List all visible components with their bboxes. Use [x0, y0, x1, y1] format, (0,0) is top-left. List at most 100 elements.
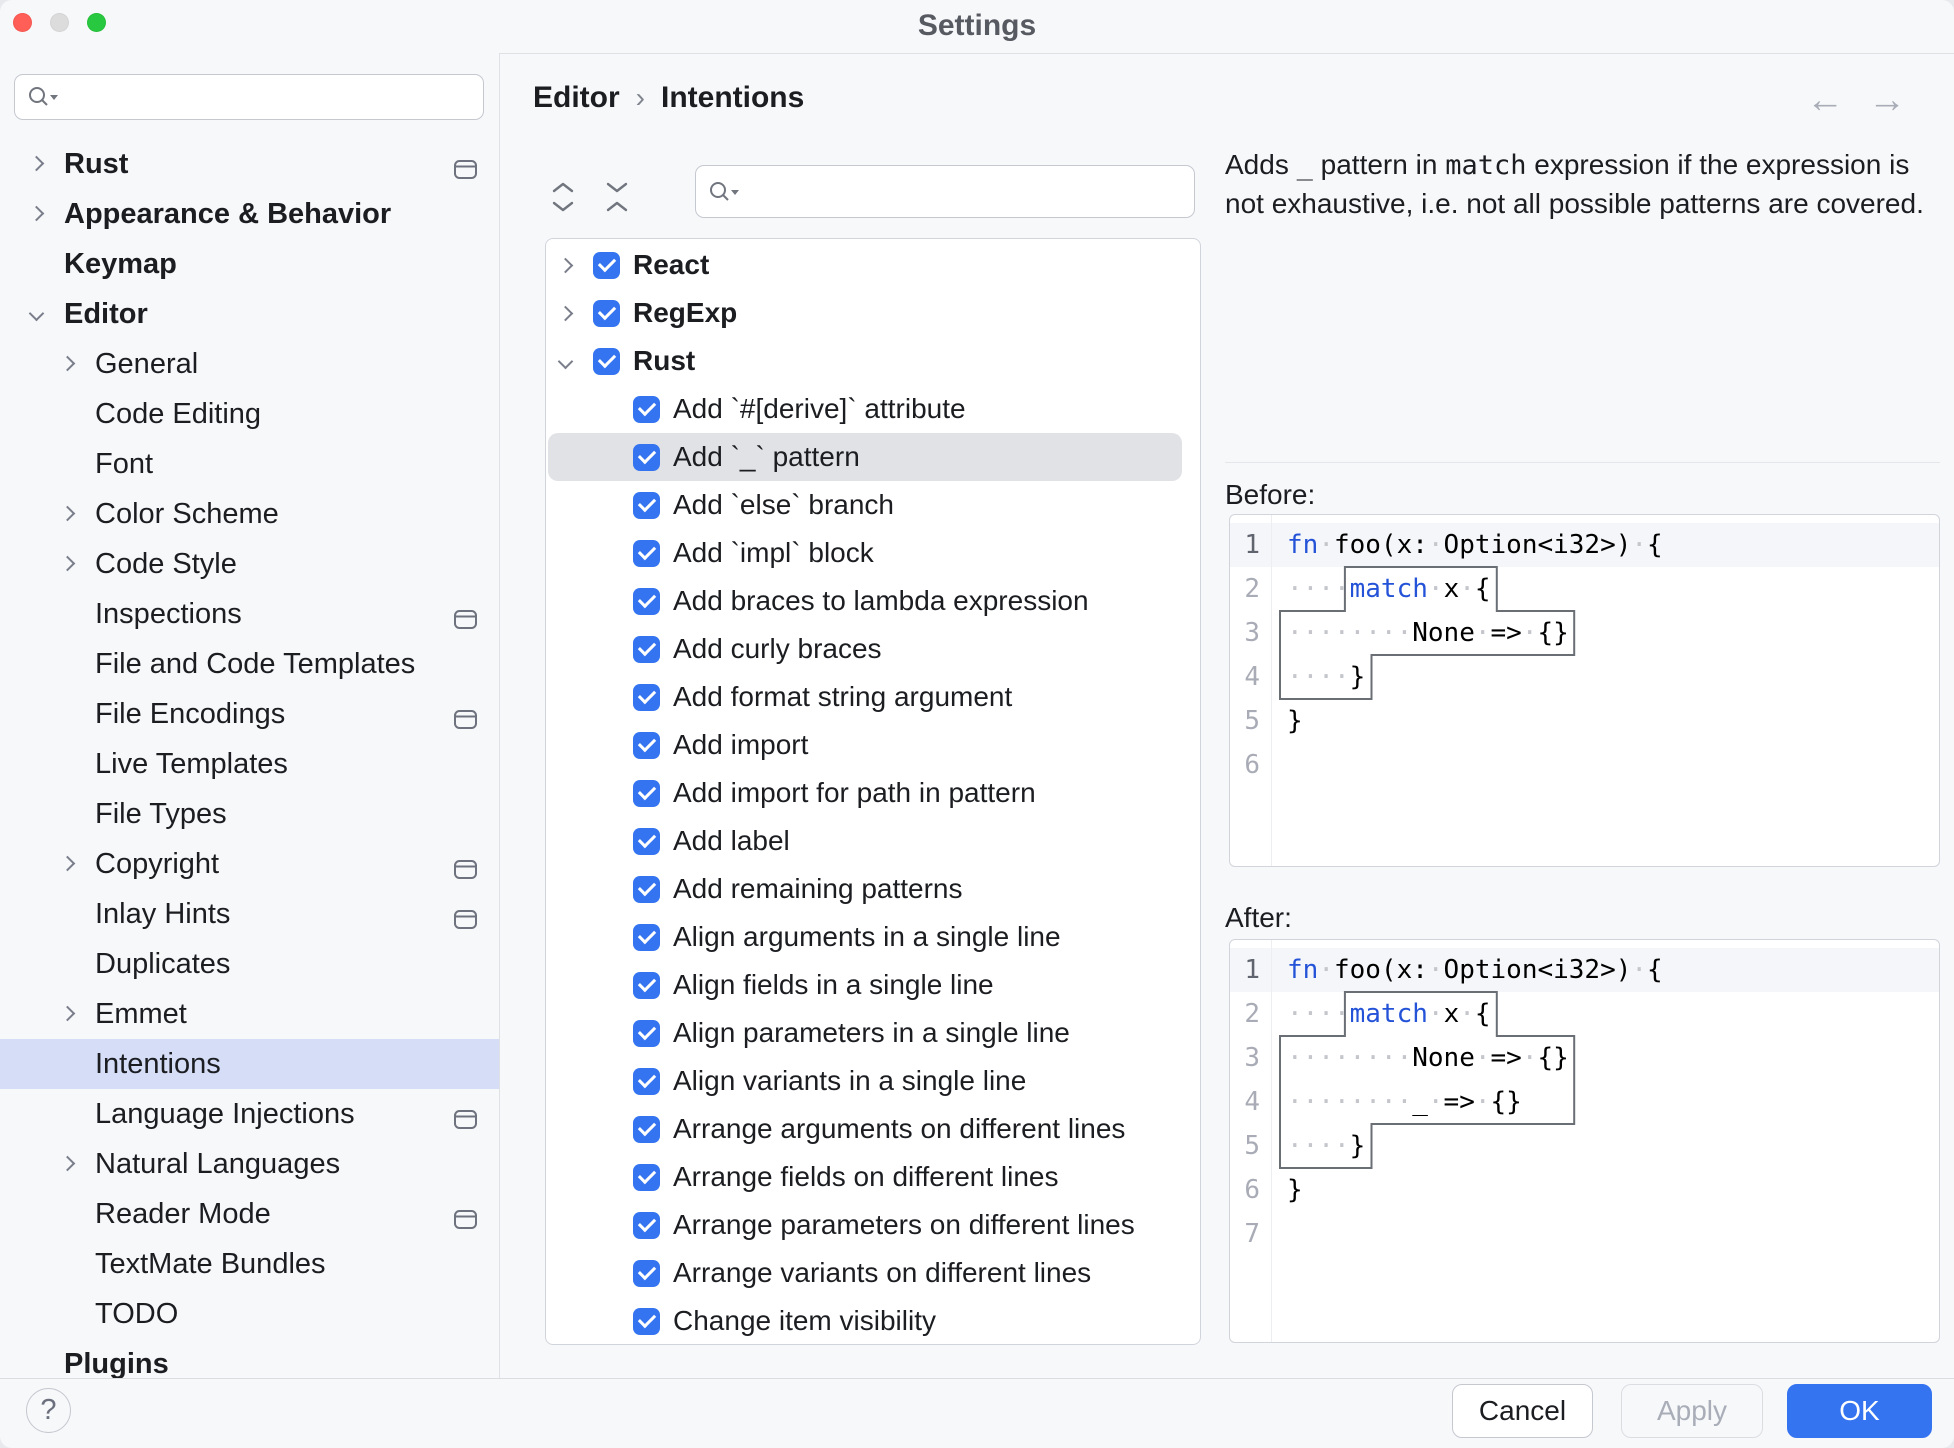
sidebar-item-code-editing[interactable]: Code Editing — [0, 389, 499, 439]
chevron-right-icon[interactable] — [59, 505, 76, 522]
checked-checkbox[interactable] — [633, 1307, 660, 1335]
sidebar-item-file-and-code-templates[interactable]: File and Code Templates — [0, 639, 499, 689]
sidebar-item-live-templates[interactable]: Live Templates — [0, 739, 499, 789]
chevron-right-icon[interactable] — [28, 205, 45, 222]
zoom-window-icon[interactable] — [87, 13, 106, 32]
tree-item-arrange-parameters-on-different-lines[interactable]: Arrange parameters on different lines — [546, 1201, 1200, 1249]
ok-button[interactable]: OK — [1787, 1384, 1932, 1438]
tree-item-add-label[interactable]: Add label — [546, 817, 1200, 865]
tree-item-arrange-arguments-on-different-lines[interactable]: Arrange arguments on different lines — [546, 1105, 1200, 1153]
tree-item-add-pattern[interactable]: Add `_` pattern — [548, 433, 1182, 481]
cancel-button[interactable]: Cancel — [1452, 1384, 1593, 1438]
tree-item-arrange-variants-on-different-lines[interactable]: Arrange variants on different lines — [546, 1249, 1200, 1297]
tree-group-regexp[interactable]: RegExp — [546, 289, 1200, 337]
sidebar-item-appearance-behavior[interactable]: Appearance & Behavior — [0, 189, 499, 239]
sidebar-item-reader-mode[interactable]: Reader Mode — [0, 1189, 499, 1239]
checked-checkbox[interactable] — [633, 1259, 660, 1287]
sidebar-item-rust[interactable]: Rust — [0, 139, 499, 189]
sidebar-item-file-encodings[interactable]: File Encodings — [0, 689, 499, 739]
local-settings-icon — [454, 854, 477, 887]
tree-group-react[interactable]: React — [546, 241, 1200, 289]
sidebar-item-font[interactable]: Font — [0, 439, 499, 489]
sidebar-item-inlay-hints[interactable]: Inlay Hints — [0, 889, 499, 939]
tree-item-add-derive-attribute[interactable]: Add `#[derive]` attribute — [546, 385, 1200, 433]
tree-item-add-import-for-path-in-pattern[interactable]: Add import for path in pattern — [546, 769, 1200, 817]
tree-item-align-fields-in-a-single-line[interactable]: Align fields in a single line — [546, 961, 1200, 1009]
help-button[interactable]: ? — [26, 1388, 71, 1433]
tree-item-add-remaining-patterns[interactable]: Add remaining patterns — [546, 865, 1200, 913]
chevron-right-icon[interactable] — [59, 355, 76, 372]
checked-checkbox[interactable] — [633, 923, 660, 951]
checked-checkbox[interactable] — [633, 779, 660, 807]
checked-checkbox[interactable] — [633, 731, 660, 759]
checked-checkbox[interactable] — [633, 875, 660, 903]
sidebar-item-general[interactable]: General — [0, 339, 499, 389]
tree-item-align-arguments-in-a-single-line[interactable]: Align arguments in a single line — [546, 913, 1200, 961]
checked-checkbox[interactable] — [633, 1019, 660, 1047]
checked-checkbox[interactable] — [593, 299, 620, 327]
chevron-right-icon[interactable] — [59, 555, 76, 572]
expand-all-button[interactable] — [546, 180, 580, 214]
sidebar-item-copyright[interactable]: Copyright — [0, 839, 499, 889]
sidebar-item-code-style[interactable]: Code Style — [0, 539, 499, 589]
tree-item-add-impl-block[interactable]: Add `impl` block — [546, 529, 1200, 577]
sidebar-item-plugins[interactable]: Plugins — [0, 1339, 499, 1379]
sidebar-item-natural-languages[interactable]: Natural Languages — [0, 1139, 499, 1189]
checked-checkbox[interactable] — [633, 971, 660, 999]
tree-item-add-else-branch[interactable]: Add `else` branch — [546, 481, 1200, 529]
tree-item-align-parameters-in-a-single-line[interactable]: Align parameters in a single line — [546, 1009, 1200, 1057]
checked-checkbox[interactable] — [633, 683, 660, 711]
checked-checkbox[interactable] — [633, 827, 660, 855]
minimize-window-icon[interactable] — [50, 13, 69, 32]
collapse-all-button[interactable] — [600, 180, 634, 214]
gutter-separator — [1271, 515, 1272, 866]
chevron-right-icon[interactable] — [28, 155, 45, 172]
apply-button[interactable]: Apply — [1621, 1384, 1763, 1438]
tree-item-align-variants-in-a-single-line[interactable]: Align variants in a single line — [546, 1057, 1200, 1105]
tree-item-add-import[interactable]: Add import — [546, 721, 1200, 769]
checked-checkbox[interactable] — [633, 1163, 660, 1191]
checked-checkbox[interactable] — [593, 251, 620, 279]
tree-item-change-item-visibility[interactable]: Change item visibility — [546, 1297, 1200, 1344]
tree-item-add-curly-braces[interactable]: Add curly braces — [546, 625, 1200, 673]
chevron-down-icon[interactable] — [557, 353, 574, 369]
checked-checkbox[interactable] — [633, 1115, 660, 1143]
checked-checkbox[interactable] — [633, 395, 660, 423]
checked-checkbox[interactable] — [633, 1067, 660, 1095]
chevron-right-icon[interactable] — [59, 1155, 76, 1172]
close-window-icon[interactable] — [13, 13, 32, 32]
sidebar-item-emmet[interactable]: Emmet — [0, 989, 499, 1039]
sidebar-item-file-types[interactable]: File Types — [0, 789, 499, 839]
chevron-down-icon[interactable] — [28, 305, 45, 322]
intentions-search-input[interactable] — [750, 166, 1194, 217]
checked-checkbox[interactable] — [633, 443, 660, 471]
chevron-right-icon[interactable] — [59, 1005, 76, 1022]
checked-checkbox[interactable] — [633, 635, 660, 663]
sidebar-item-duplicates[interactable]: Duplicates — [0, 939, 499, 989]
forward-arrow-icon[interactable]: → — [1868, 79, 1906, 121]
breadcrumb-intentions[interactable]: Intentions — [661, 81, 805, 114]
sidebar-item-editor[interactable]: Editor — [0, 289, 499, 339]
chevron-right-icon[interactable] — [59, 855, 76, 872]
sidebar-item-textmate-bundles[interactable]: TextMate Bundles — [0, 1239, 499, 1289]
checked-checkbox[interactable] — [633, 1211, 660, 1239]
tree-item-add-format-string-argument[interactable]: Add format string argument — [546, 673, 1200, 721]
sidebar-item-language-injections[interactable]: Language Injections — [0, 1089, 499, 1139]
breadcrumb-editor[interactable]: Editor — [533, 81, 620, 114]
checked-checkbox[interactable] — [633, 587, 660, 615]
checked-checkbox[interactable] — [593, 347, 620, 375]
chevron-right-icon[interactable] — [557, 257, 574, 273]
tree-item-add-braces-to-lambda-expression[interactable]: Add braces to lambda expression — [546, 577, 1200, 625]
sidebar-search-input[interactable] — [69, 75, 483, 119]
checked-checkbox[interactable] — [633, 491, 660, 519]
tree-item-arrange-fields-on-different-lines[interactable]: Arrange fields on different lines — [546, 1153, 1200, 1201]
sidebar-item-todo[interactable]: TODO — [0, 1289, 499, 1339]
back-arrow-icon[interactable]: ← — [1806, 79, 1844, 121]
sidebar-item-keymap[interactable]: Keymap — [0, 239, 499, 289]
chevron-right-icon[interactable] — [557, 305, 574, 321]
checked-checkbox[interactable] — [633, 539, 660, 567]
tree-group-rust[interactable]: Rust — [546, 337, 1200, 385]
sidebar-item-intentions[interactable]: Intentions — [0, 1039, 499, 1089]
sidebar-item-color-scheme[interactable]: Color Scheme — [0, 489, 499, 539]
sidebar-item-inspections[interactable]: Inspections — [0, 589, 499, 639]
